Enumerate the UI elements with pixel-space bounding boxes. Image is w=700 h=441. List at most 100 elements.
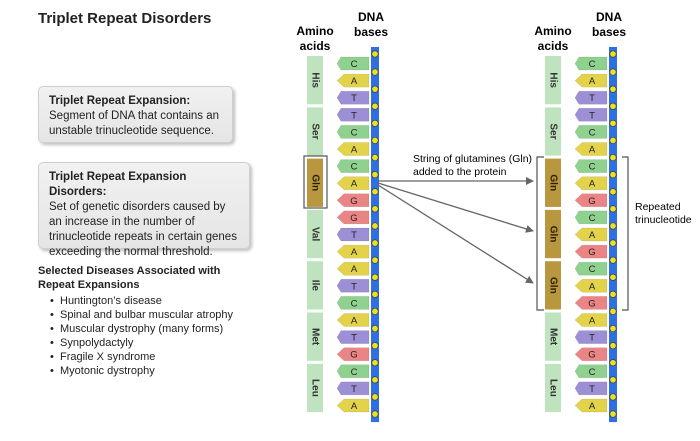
backbone-node (371, 359, 379, 367)
base-letter: T (589, 333, 595, 344)
backbone-node (609, 68, 617, 76)
backbone-node (609, 154, 617, 162)
amino-acid-block (545, 261, 561, 310)
base-letter: C (589, 213, 596, 224)
base-letter: T (351, 384, 357, 395)
dna-base (336, 364, 370, 379)
amino-acids-header: acids (300, 39, 331, 53)
backbone-node (609, 273, 617, 281)
backbone-node (609, 50, 617, 58)
disease-item: Myotonic dystrophy (50, 364, 238, 378)
dna-base (574, 90, 608, 105)
amino-acid-label: Ile (310, 280, 321, 292)
gln-highlight-box (303, 155, 328, 209)
dna-base (574, 227, 608, 242)
definition-heading: Triplet Repeat Expansion: (49, 95, 191, 107)
dna-base (336, 210, 370, 225)
disease-item: Fragile X syndrome (50, 350, 238, 364)
disease-item: Spinal and bulbar muscular atrophy (50, 308, 238, 322)
amino-acids-header: Amino (534, 24, 571, 38)
backbone-node (609, 410, 617, 418)
dna-base (336, 244, 370, 259)
backbone-node (371, 393, 379, 401)
dna-base (574, 125, 608, 139)
dna-base (336, 73, 370, 88)
base-letter: C (351, 162, 358, 173)
dna-base (336, 381, 370, 396)
base-letter: C (351, 298, 358, 309)
backbone-node (371, 119, 379, 127)
definition-body: Segment of DNA that contains an unstable… (49, 110, 220, 137)
disease-list: Huntington’s disease Spinal and bulbar m… (38, 294, 238, 378)
base-letter: A (351, 179, 358, 190)
dna-base (336, 227, 370, 242)
backbone-node (609, 342, 617, 350)
base-letter: A (589, 76, 596, 87)
backbone-node (371, 102, 379, 110)
base-letter: T (589, 110, 595, 121)
dna-base (574, 56, 608, 71)
dna-base (574, 330, 608, 344)
disease-item: Muscular dystrophy (many forms) (50, 322, 238, 336)
dna-base (574, 279, 608, 293)
dna-base (336, 176, 370, 190)
disease-item: Synpolydactyly (50, 336, 238, 350)
amino-acid-label: Leu (548, 379, 559, 397)
backbone-node (371, 171, 379, 179)
base-letter: G (350, 350, 357, 361)
base-letter: T (351, 333, 357, 344)
definition-box-expansion: Triplet Repeat Expansion: Segment of DNA… (38, 86, 233, 143)
dna-base (574, 108, 608, 122)
definition-body: Set of genetic disorders caused by an in… (49, 201, 237, 258)
definition-box-disorders: Triplet Repeat Expansion Disorders: Set … (38, 162, 250, 258)
dna-base (336, 330, 370, 344)
amino-acid-block (307, 209, 323, 259)
base-letter: T (351, 281, 357, 292)
backbone-node (609, 376, 617, 384)
base-letter: A (351, 316, 358, 327)
amino-acid-block (307, 56, 323, 105)
gln-bracket (536, 156, 544, 311)
dna-base (574, 73, 608, 88)
base-letter: C (589, 162, 596, 173)
amino-acid-label: Leu (310, 379, 321, 397)
backbone-node (371, 154, 379, 162)
backbone-node (371, 188, 379, 196)
base-letter: C (351, 59, 358, 70)
backbone-node (609, 307, 617, 315)
dna-base (336, 159, 370, 173)
backbone-node (371, 222, 379, 230)
dna-base (574, 142, 608, 156)
base-letter: A (351, 247, 358, 258)
backbone-node (609, 188, 617, 196)
repeat-bracket (622, 156, 629, 311)
dna-base (574, 398, 608, 413)
backbone-node (609, 102, 617, 110)
dna-base (336, 296, 370, 310)
backbone-node (371, 256, 379, 264)
amino-acid-block (545, 363, 561, 413)
backbone-node (371, 410, 379, 418)
base-letter: C (589, 264, 596, 275)
base-letter: C (351, 367, 358, 378)
backbone-node (609, 290, 617, 298)
dna-base (574, 244, 608, 259)
backbone-node (371, 290, 379, 298)
dna-bases-header: DNA (596, 10, 622, 24)
base-letter: G (350, 213, 357, 224)
backbone-node (609, 359, 617, 367)
dna-base (574, 364, 608, 379)
base-letter: A (351, 264, 358, 275)
dna-bases-header: bases (354, 25, 388, 39)
dna-base (574, 210, 608, 225)
backbone-node (609, 325, 617, 333)
dna-base (336, 279, 370, 293)
dna-base (574, 261, 608, 276)
base-letter: G (588, 350, 595, 361)
dna-base (336, 347, 370, 361)
backbone-node (371, 376, 379, 384)
amino-acid-block (307, 158, 323, 207)
base-letter: T (351, 110, 357, 121)
backbone-node (609, 393, 617, 401)
repeated-trinucleotide-label: Repeated trinucleotide (635, 201, 692, 226)
